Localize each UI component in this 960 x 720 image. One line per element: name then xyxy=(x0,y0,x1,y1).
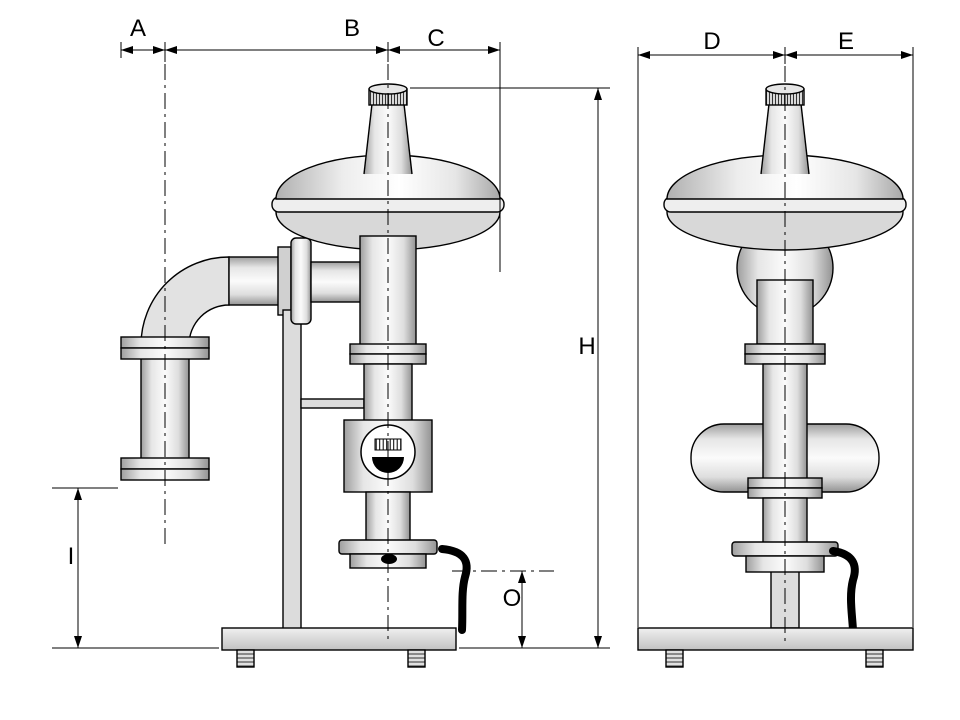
dim-label-a: A xyxy=(130,15,146,42)
bottom-flange-assembly xyxy=(338,539,438,569)
base-plate xyxy=(637,627,914,651)
inlet-elbow-pipe xyxy=(120,246,292,481)
leveling-feet xyxy=(236,649,426,668)
dim-label-c: C xyxy=(427,25,444,52)
drain-handle xyxy=(829,547,859,634)
elbow-end-flange xyxy=(277,246,292,316)
dimension-lines xyxy=(52,42,914,649)
elbow-bend xyxy=(140,256,230,346)
dim-label-b: B xyxy=(344,15,360,42)
dim-label-e: E xyxy=(838,28,854,55)
drain-handle xyxy=(438,545,471,634)
base-plate xyxy=(221,627,457,651)
drain-port xyxy=(381,554,397,564)
body-inlet-flange xyxy=(290,237,312,325)
dimension-annotations: A B C D E H I O xyxy=(52,15,914,649)
stand-plate xyxy=(282,309,302,631)
leveling-feet xyxy=(665,649,884,668)
arrowheads xyxy=(74,46,913,648)
stand-bracket xyxy=(300,398,365,409)
actuator-stem xyxy=(364,104,412,174)
centerlines xyxy=(164,64,786,644)
body-inlet-stub xyxy=(310,261,362,303)
dim-label-d: D xyxy=(703,28,720,55)
dim-label-o: O xyxy=(503,585,522,612)
right-front-view xyxy=(637,83,914,668)
dim-label-i: I xyxy=(68,543,75,570)
dim-label-h: H xyxy=(578,333,595,360)
left-side-view xyxy=(120,83,505,668)
